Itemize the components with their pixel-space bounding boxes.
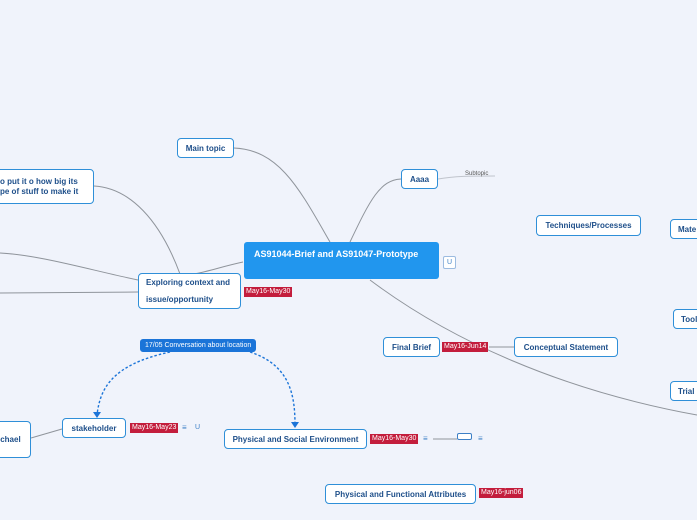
- final-brief-date-tag: May16-Jun14: [442, 342, 489, 352]
- arrowhead-stakeholder: [93, 412, 101, 418]
- main-topic-node[interactable]: Main topic: [177, 138, 234, 158]
- techniques-processes-label: Techniques/Processes: [545, 221, 632, 230]
- dashed-link-physical-social: [249, 351, 296, 426]
- link-icon[interactable]: U: [195, 424, 201, 431]
- link-left-1: [0, 252, 139, 281]
- mate-node[interactable]: Mate: [670, 219, 697, 239]
- tool-label: Tool: [681, 314, 697, 324]
- link-right: [369, 279, 697, 416]
- notes-icon[interactable]: ≡: [182, 423, 187, 432]
- exploring-context-node[interactable]: Exploring context and issue/opportunity: [138, 273, 241, 309]
- trial-label: Trial: [678, 386, 695, 396]
- conversation-bubble[interactable]: 17/05 Conversation about location: [140, 339, 257, 352]
- stakeholder-date-tag: May16-May23: [130, 423, 179, 433]
- main-topic-label: Main topic: [185, 143, 226, 153]
- exploring-context-line-1: Exploring context and: [146, 278, 231, 287]
- tool-node[interactable]: Tool: [673, 309, 697, 329]
- aaaa-node[interactable]: Aaaa: [401, 169, 438, 189]
- link-michael: [30, 428, 63, 439]
- aaaa-label: Aaaa: [409, 174, 430, 184]
- final-brief-node[interactable]: Final Brief: [383, 337, 440, 357]
- stakeholder-label: stakeholder: [71, 423, 117, 433]
- empty-child-node[interactable]: [457, 433, 472, 440]
- exploring-date-tag: May16-May30: [244, 287, 293, 297]
- dashed-link-stakeholder: [96, 351, 171, 416]
- arrowhead-physical-social: [291, 422, 299, 428]
- physical-functional-attributes-label: Physical and Functional Attributes: [334, 489, 467, 499]
- mate-label: Mate: [678, 224, 697, 234]
- michael-node[interactable]: ichael: [0, 421, 31, 458]
- central-topic-title: AS91044-Brief and AS91047-Prototype: [254, 249, 419, 259]
- link-subtopic: [437, 175, 496, 180]
- final-brief-label: Final Brief: [391, 342, 432, 352]
- top-left-node[interactable]: o put it o how big its pe of stuff to ma…: [0, 169, 94, 204]
- notes-icon[interactable]: ≡: [478, 434, 483, 443]
- link-icon[interactable]: U: [443, 256, 456, 269]
- top-left-line-1: o put it o how big its: [0, 176, 78, 186]
- physical-social-environment-label: Physical and Social Environment: [232, 434, 359, 444]
- trial-node[interactable]: Trial: [670, 381, 697, 401]
- link-top-left: [93, 185, 181, 275]
- central-topic[interactable]: AS91044-Brief and AS91047-Prototype: [244, 242, 439, 279]
- techniques-processes-node[interactable]: Techniques/Processes: [536, 215, 641, 236]
- conceptual-statement-label: Conceptual Statement: [523, 342, 609, 352]
- physical-functional-attributes-node[interactable]: Physical and Functional Attributes: [325, 484, 476, 504]
- link-aaaa: [349, 178, 402, 243]
- top-left-line-2: pe of stuff to make it: [0, 186, 79, 196]
- exploring-context-line-2: issue/opportunity: [146, 295, 214, 304]
- michael-label: ichael: [0, 435, 21, 444]
- stakeholder-node[interactable]: stakeholder: [62, 418, 126, 438]
- physical-functional-date-tag: May16-jun06: [479, 488, 524, 498]
- physical-social-date-tag: May16-May30: [370, 434, 419, 444]
- subtopic-label[interactable]: Subtopic: [465, 171, 489, 177]
- physical-social-environment-node[interactable]: Physical and Social Environment: [224, 429, 367, 449]
- link-left-2: [0, 291, 139, 294]
- notes-icon[interactable]: ≡: [423, 434, 428, 443]
- link-main-topic: [233, 147, 331, 243]
- conceptual-statement-node[interactable]: Conceptual Statement: [514, 337, 618, 357]
